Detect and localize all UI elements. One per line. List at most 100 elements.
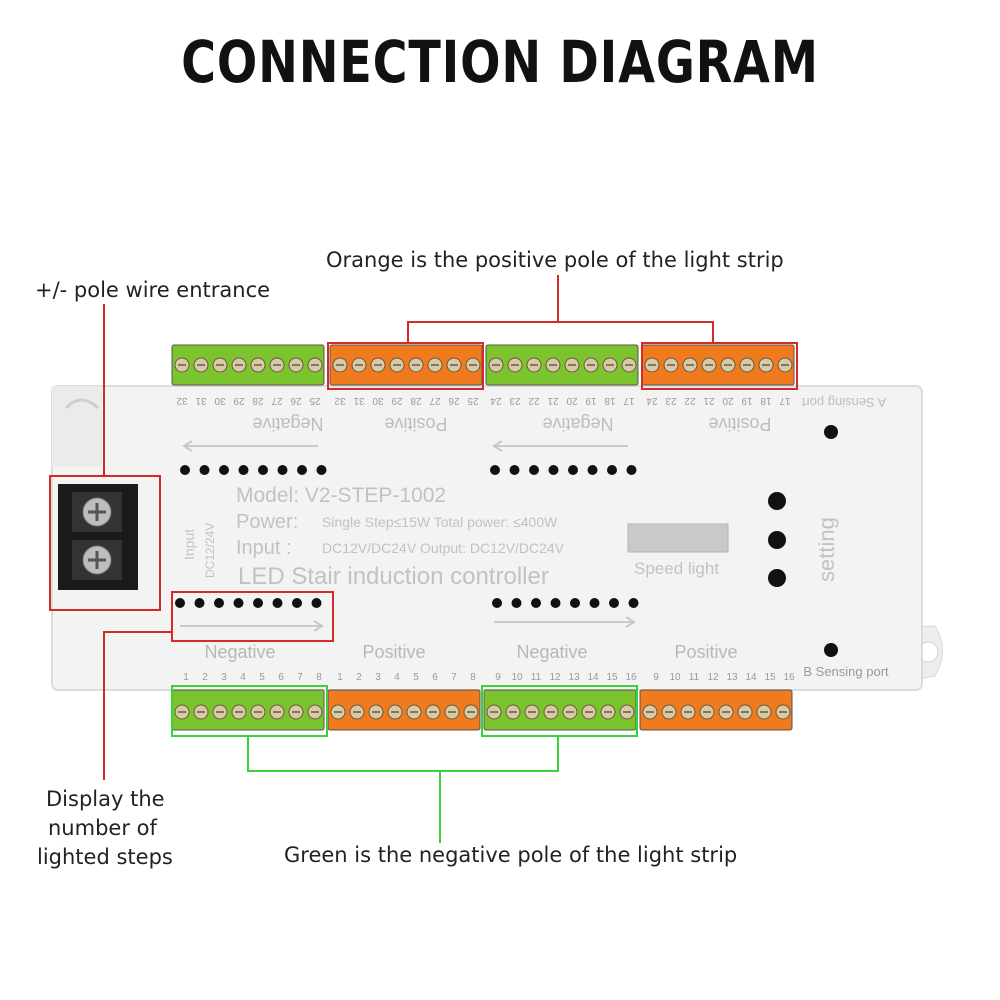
top-positive-label-2: Positive [708, 414, 771, 434]
terminal-number: 5 [413, 672, 419, 683]
indicator-led [297, 465, 307, 475]
speed-light-display [627, 523, 729, 553]
wire-entrance-callout: +/- pole wire entrance [35, 278, 271, 302]
green-callout: Green is the negative pole of the light … [284, 843, 738, 867]
terminal-number: 22 [528, 395, 540, 406]
terminal-number: 27 [429, 395, 441, 406]
indicator-led [199, 465, 210, 475]
terminal-number: 3 [221, 672, 227, 683]
indicator-led [175, 598, 185, 608]
indicator-led [219, 465, 229, 475]
terminal-number: 1 [183, 672, 189, 683]
terminal-strip-8 [639, 689, 793, 731]
terminal-strip-7 [483, 689, 637, 731]
terminal-number: 17 [779, 395, 791, 406]
orange-strip-highlight-right [641, 342, 798, 390]
indicator-led [570, 598, 580, 608]
terminal-number: 26 [290, 395, 302, 406]
indicator-led [492, 598, 502, 608]
terminal-number: 6 [278, 672, 284, 683]
terminal-number: 15 [764, 672, 776, 683]
terminal-number: 25 [467, 395, 479, 406]
page-title: CONNECTION DIAGRAM [181, 28, 819, 96]
power-detail: Single Step≤15W Total power: ≤400W [322, 514, 558, 530]
setting-button-2 [768, 531, 786, 549]
display-callout-line1: Display the [46, 787, 165, 811]
top-positive-label-1: Positive [384, 414, 447, 434]
indicator-led [316, 465, 327, 475]
input-detail: DC12V/DC24V Output: DC12V/DC24V [322, 540, 565, 556]
indicator-led [277, 465, 288, 475]
bottom-negative-label-1: Negative [204, 642, 275, 662]
terminal-number: 21 [703, 395, 715, 406]
terminal-number: 13 [568, 672, 580, 683]
indicator-led [550, 598, 561, 608]
terminal-number: 24 [490, 395, 502, 406]
input-side-label: Input [181, 529, 197, 560]
terminal-number: 26 [448, 395, 460, 406]
indicator-led [311, 598, 322, 608]
terminal-number: 14 [745, 672, 757, 683]
indicator-led [626, 465, 637, 475]
indicator-led [509, 465, 520, 475]
setting-label: setting [814, 517, 839, 582]
display-callout-line3: lighted steps [37, 845, 173, 869]
indicator-led [628, 598, 639, 608]
terminal-number: 30 [214, 395, 226, 406]
terminal-number: 3 [375, 672, 381, 683]
terminal-number: 12 [549, 672, 561, 683]
bottom-positive-label-1: Positive [362, 642, 425, 662]
terminal-number: 10 [669, 672, 681, 683]
indicator-led [490, 465, 500, 475]
indicator-led [568, 465, 578, 475]
indicator-led [253, 598, 263, 608]
orange-callout: Orange is the positive pole of the light… [326, 248, 784, 272]
indicator-led [607, 465, 617, 475]
indicator-led [531, 598, 541, 608]
indicator-led [609, 598, 619, 608]
terminal-number: 15 [606, 672, 618, 683]
terminal-number: 18 [604, 395, 616, 406]
terminal-number: 17 [623, 395, 635, 406]
terminal-number: 19 [585, 395, 597, 406]
terminal-number: 21 [547, 395, 559, 406]
indicator-led [292, 598, 302, 608]
terminal-number: 7 [451, 672, 457, 683]
speed-light-label: Speed light [634, 559, 719, 578]
terminal-number: 22 [684, 395, 696, 406]
terminal-number: 8 [470, 672, 476, 683]
input-side-volt: DC12/24V [203, 523, 217, 578]
terminal-number: 20 [566, 395, 578, 406]
terminal-number: 19 [741, 395, 753, 406]
green-strip-highlight-right [481, 685, 638, 737]
terminal-number: 1 [337, 672, 343, 683]
terminal-number: 27 [271, 395, 283, 406]
indicator-led [548, 465, 559, 475]
terminal-strip-3 [485, 344, 639, 386]
terminal-number: 32 [334, 395, 346, 406]
indicator-led [233, 598, 244, 608]
terminal-number: 28 [252, 395, 264, 406]
terminal-strip-6 [327, 689, 481, 731]
indicator-led [511, 598, 522, 608]
indicator-led [180, 465, 190, 475]
terminal-number: 4 [394, 672, 400, 683]
terminal-number: 13 [726, 672, 738, 683]
b-sensing-port-label: B Sensing port [803, 664, 889, 679]
top-negative-label-1: Negative [252, 414, 323, 434]
green-connector-line [247, 736, 559, 772]
terminal-number: 25 [309, 395, 321, 406]
terminal-number: 12 [707, 672, 719, 683]
indicator-led [529, 465, 539, 475]
terminal-strip-4 [641, 344, 795, 386]
terminal-number: 18 [760, 395, 772, 406]
terminal-number: 10 [511, 672, 523, 683]
terminal-strip-2 [329, 344, 483, 386]
terminal-number: 31 [353, 395, 365, 406]
terminal-number: 16 [783, 672, 795, 683]
terminal-number: 2 [202, 672, 208, 683]
terminal-number: 30 [372, 395, 384, 406]
a-sensing-port-label: A Sensing port [801, 395, 886, 410]
terminal-number: 29 [233, 395, 245, 406]
